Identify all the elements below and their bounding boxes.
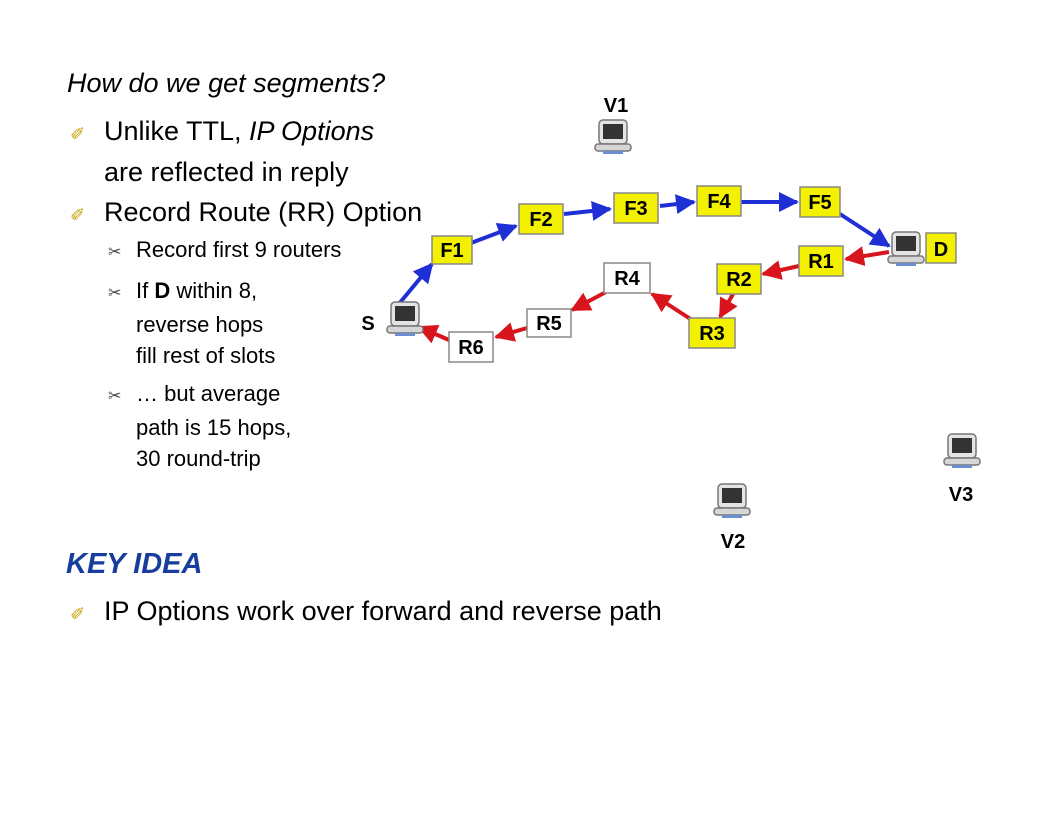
bullet-text-rest: are reflected in reply — [104, 157, 349, 187]
host-s-label: S — [361, 313, 374, 335]
forward-path-arrows — [396, 192, 891, 307]
scissors-bullet-icon: ✂ — [108, 285, 122, 302]
subbullet-text-bold: D — [154, 278, 171, 303]
key-idea-heading: KEY IDEA — [66, 548, 203, 580]
router-r3: R3 — [688, 317, 736, 349]
subbullet-text: Record first 9 routers — [136, 237, 342, 262]
subbullet-if-d: ✂ If D within 8, reverse hops fill rest o… — [108, 275, 275, 371]
subbullet-text-b: path is 15 hops, — [136, 415, 292, 440]
router-f4: F4 — [696, 185, 742, 217]
svg-text:F4: F4 — [707, 191, 731, 213]
host-s-computer-icon — [386, 301, 424, 337]
svg-text:R6: R6 — [458, 337, 484, 359]
router-f2: F2 — [518, 203, 564, 235]
host-v1-computer-icon — [594, 119, 632, 155]
host-v1-label: V1 — [604, 95, 628, 117]
svg-text:F1: F1 — [440, 240, 463, 262]
svg-text:F5: F5 — [808, 192, 831, 214]
host-v2-label: V2 — [721, 531, 745, 553]
svg-text:R3: R3 — [699, 323, 725, 345]
subbullet-record-first: ✂ Record first 9 routers — [108, 234, 341, 269]
subbullet-text-a: … but average — [136, 381, 281, 406]
svg-text:R1: R1 — [808, 251, 834, 273]
router-r6: R6 — [448, 331, 494, 363]
question-heading: How do we get segments? — [67, 68, 386, 98]
bullet-unlike-ttl: ✐ Unlike TTL, IP Options are reflected in… — [70, 112, 374, 191]
router-r2: R2 — [716, 263, 762, 295]
bullet-text-prefix: Unlike TTL, — [104, 116, 250, 146]
subbullet-text-c: fill rest of slots — [136, 343, 276, 368]
scissors-bullet-icon: ✂ — [108, 388, 122, 405]
host-v2-computer-icon — [713, 483, 751, 519]
svg-text:D: D — [934, 239, 948, 261]
router-f3: F3 — [613, 192, 659, 224]
bullet-text-italic: IP Options — [249, 116, 375, 146]
subbullet-text-a: within 8, — [170, 278, 258, 303]
subbullet-text-b: reverse hops — [136, 312, 264, 337]
svg-text:R4: R4 — [614, 268, 640, 290]
svg-text:R5: R5 — [536, 313, 562, 335]
router-f1: F1 — [431, 235, 473, 265]
pencil-bullet-icon: ✐ — [70, 124, 86, 144]
subbullet-text-c: 30 round-trip — [136, 446, 261, 471]
svg-text:F3: F3 — [624, 198, 647, 220]
bullet-text: Record Route (RR) Option — [104, 197, 423, 227]
pencil-bullet-icon: ✐ — [70, 604, 86, 624]
svg-text:F2: F2 — [529, 209, 552, 231]
pencil-bullet-icon: ✐ — [70, 205, 86, 225]
router-f5: F5 — [799, 186, 841, 218]
subbullet-average-path: ✂ … but average path is 15 hops, 30 round… — [108, 378, 291, 474]
router-r5: R5 — [526, 308, 572, 338]
router-r1: R1 — [798, 245, 844, 277]
bullet-text: IP Options work over forward and reverse… — [104, 596, 662, 626]
svg-text:R2: R2 — [726, 269, 752, 291]
bullet-record-route: ✐ Record Route (RR) Option — [70, 193, 422, 234]
router-r4: R4 — [603, 262, 651, 294]
bullet-ip-options: ✐ IP Options work over forward and revers… — [70, 592, 662, 633]
host-v3-label: V3 — [949, 484, 973, 506]
subbullet-text-prefix: If — [136, 278, 155, 303]
host-d-label: D — [925, 232, 957, 264]
host-v3-computer-icon — [943, 433, 981, 469]
scissors-bullet-icon: ✂ — [108, 244, 122, 261]
reverse-path-arrows — [417, 246, 890, 344]
host-d-computer-icon — [887, 231, 925, 267]
